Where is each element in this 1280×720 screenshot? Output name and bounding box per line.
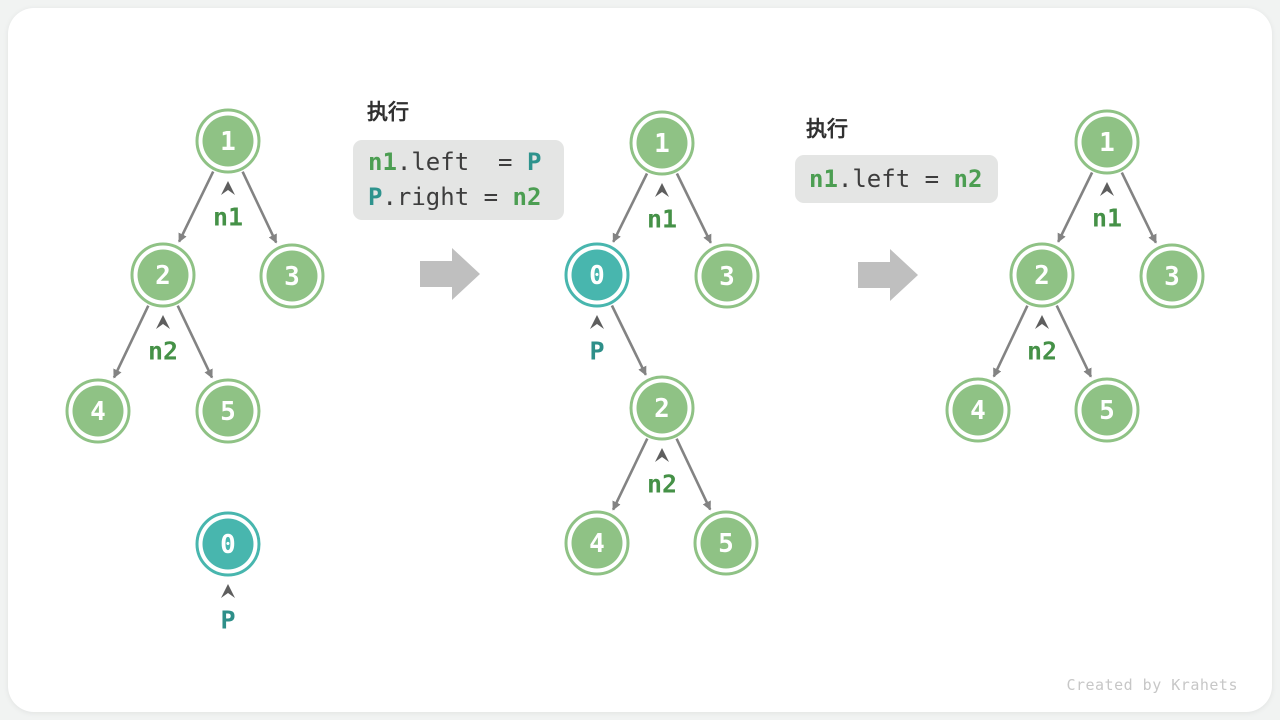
pointer-caret-icon [1100,182,1114,196]
pointer-label: n1 [213,203,243,232]
tree-edge [675,172,712,244]
pointer-caret-icon [655,183,669,197]
watermark: Created by Krahets [1066,676,1238,694]
node-value: 5 [220,397,236,427]
code-token: .left = [396,148,527,176]
pointer-label: n2 [1027,337,1057,366]
tree-node [952,384,1004,436]
code-line: n1.left = P [368,145,549,180]
node-value: 1 [1099,128,1115,158]
pointer-caret-icon [221,584,235,598]
pointer-caret-icon [156,315,170,329]
pointer-label: n2 [647,470,677,499]
node-value: 1 [654,129,670,159]
tree-edge [612,172,649,243]
tree-edge [1055,305,1093,378]
pointer-label: n2 [148,337,178,366]
node-value: 4 [970,396,986,426]
tree-edge [1120,172,1158,244]
pointer-caret-icon [1035,315,1049,329]
tree-edge [112,305,150,379]
pointer-caret-icon [590,315,604,329]
node-value: 3 [1164,262,1180,292]
code-token: n1 [368,148,397,176]
node-value: 4 [90,397,106,427]
tree-node [202,385,254,437]
pointer-label: P [220,606,235,635]
exec-label-1: 执行 [367,101,409,124]
tree-edge [1057,171,1094,243]
node-value: 0 [220,530,236,560]
tree-edge [610,304,647,376]
code-token: n1 [809,165,838,193]
node-value: 1 [220,127,236,157]
tree-node [571,249,623,301]
tree-node [1081,384,1133,436]
node-value: 3 [284,262,300,292]
code-token: n2 [512,183,542,211]
tree-node [636,382,688,434]
code-line: n1.left = n2 [809,159,984,199]
tree-node [1081,116,1133,168]
tree-node [72,385,124,437]
transition-arrow-icon [858,249,918,301]
code-block-2: n1.left = n2 [795,155,998,203]
node-value: 2 [1034,261,1050,291]
tree-node [571,517,623,569]
tree-edge [992,305,1029,378]
pointer-caret-icon [655,448,669,462]
code-token: .left = [837,165,954,193]
tree-edge [241,171,278,244]
tree-node [202,115,254,167]
transition-arrow-icon [420,248,480,300]
node-value: 2 [654,394,670,424]
tree-node [202,518,254,570]
code-line: P.right = n2 [368,180,549,215]
node-value: 3 [719,262,735,292]
tree-node [636,117,688,169]
code-token: n2 [953,165,983,193]
node-value: 2 [155,261,171,291]
tree-node [1016,249,1068,301]
pointer-label: n1 [1092,204,1122,233]
pointer-label: n1 [647,205,677,234]
tree-node [700,517,752,569]
node-value: 5 [718,529,734,559]
code-token: P [368,183,383,211]
tree-edge [675,438,712,511]
code-token: P [526,148,542,176]
node-value: 0 [589,261,605,291]
tree-edge [176,305,214,379]
tree-edge [611,438,649,511]
exec-label-2: 执行 [806,118,848,141]
pointer-label: P [589,337,604,366]
tree-node [266,250,318,302]
node-value: 5 [1099,396,1115,426]
tree-node [701,250,753,302]
tree-edge [177,171,215,243]
tree-node [1146,250,1198,302]
tree-node [137,249,189,301]
pointer-caret-icon [221,181,235,195]
node-value: 4 [589,529,605,559]
code-token: .right = [382,183,513,211]
